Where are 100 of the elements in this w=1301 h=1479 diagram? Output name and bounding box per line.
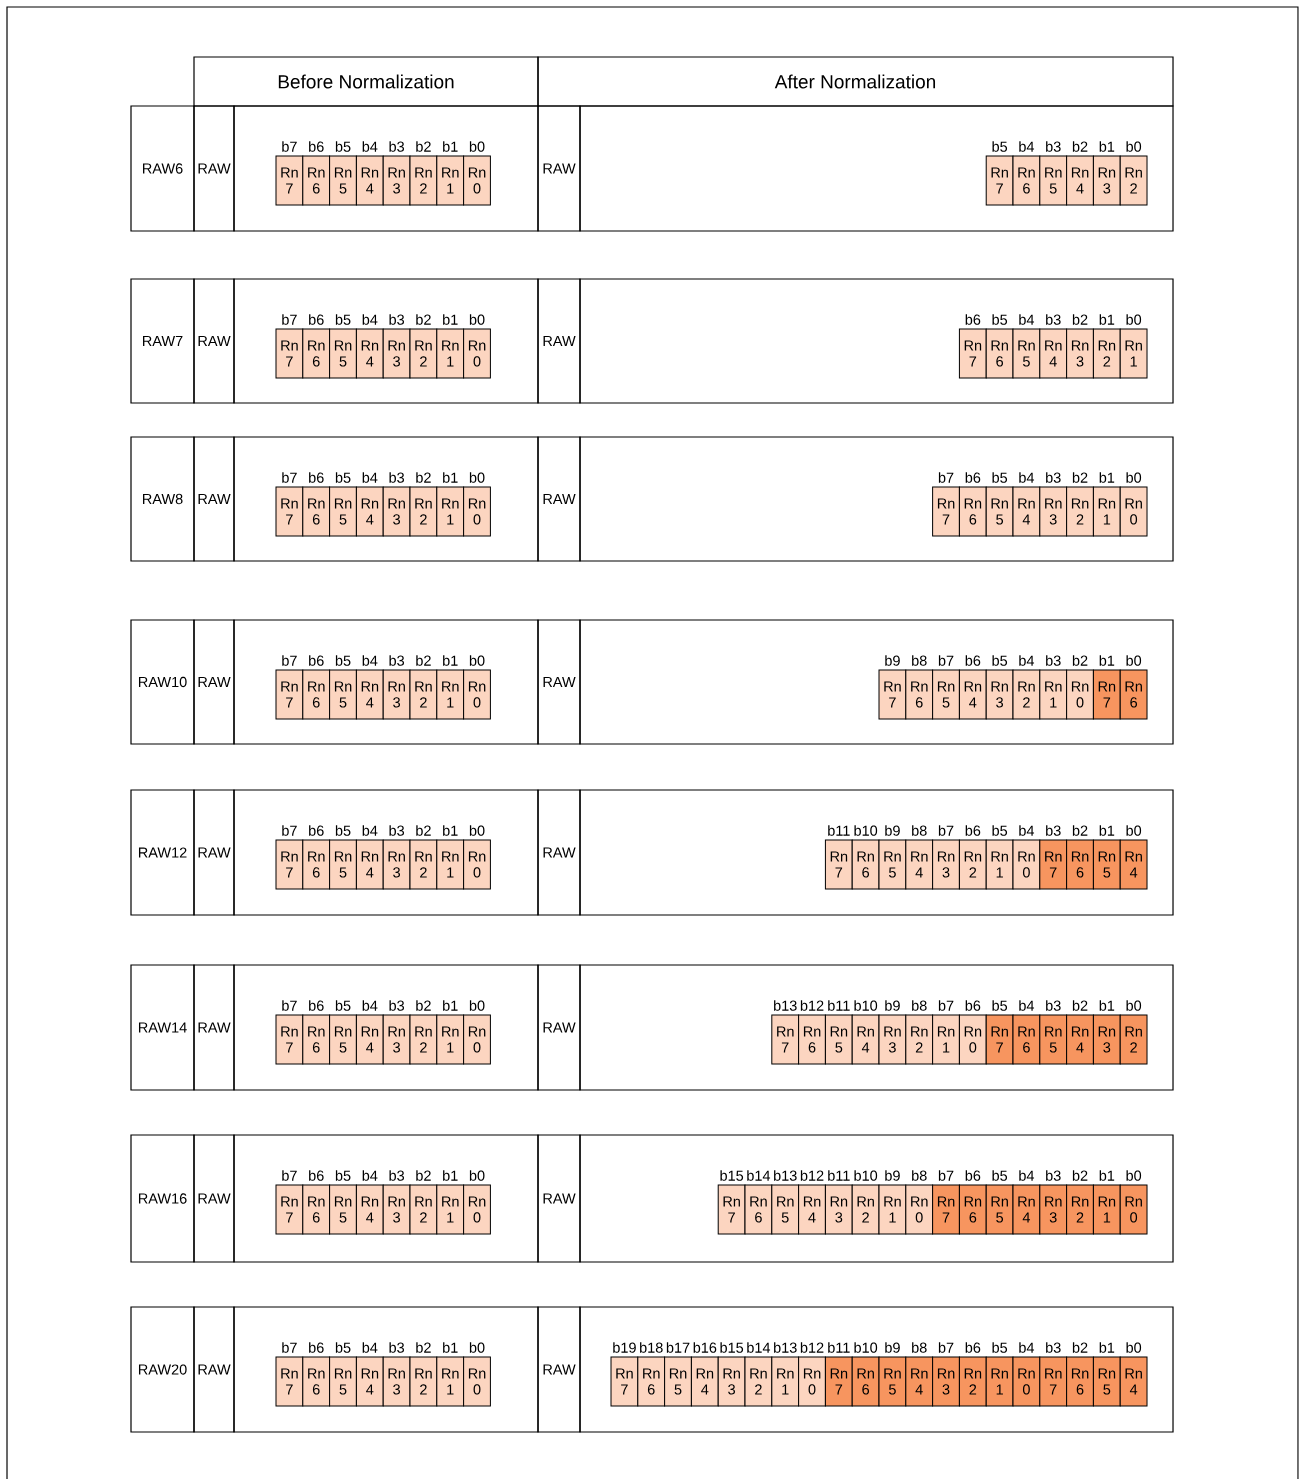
- bit-label: b3: [389, 1170, 405, 1181]
- bit-cell: Rn 2: [409, 155, 438, 206]
- row-label: RAW6: [130, 105, 195, 232]
- bit-cell: Rn 2: [1066, 486, 1094, 537]
- bit-label: b3: [1046, 472, 1061, 483]
- bit-cell: Rn 2: [409, 1014, 438, 1065]
- bit-panel: [579, 278, 1174, 404]
- bit-label: b7: [282, 141, 297, 152]
- bit-label: b0: [1126, 1342, 1142, 1353]
- bit-panel: [579, 105, 1174, 232]
- bit-label: b6: [965, 825, 981, 836]
- bit-label: b5: [335, 1170, 351, 1181]
- format-cell: RAW: [193, 436, 235, 562]
- bit-cell: Rn 3: [382, 1184, 411, 1235]
- bit-label: b0: [469, 1170, 485, 1181]
- bit-cell: Rn 6: [302, 1184, 331, 1235]
- bit-cell: Rn 5: [1092, 839, 1121, 890]
- format-cell: RAW: [537, 964, 581, 1091]
- bit-label: b0: [1126, 825, 1142, 836]
- bit-panel: [579, 789, 1174, 916]
- bit-cell: Rn 6: [637, 1356, 666, 1407]
- bit-cell: Rn 2: [409, 486, 438, 537]
- bit-label: b1: [443, 314, 458, 325]
- bit-cell: Rn 6: [1066, 1356, 1094, 1407]
- bit-cell: Rn 2: [744, 1356, 773, 1407]
- bit-cell: Rn 2: [851, 1184, 880, 1235]
- bit-cell: Rn 6: [744, 1184, 773, 1235]
- bit-label: b2: [416, 1342, 431, 1353]
- bit-panel: [579, 964, 1174, 1091]
- bit-label: b6: [965, 655, 981, 666]
- bit-label: b4: [1019, 1342, 1035, 1353]
- bit-label: b3: [1046, 825, 1061, 836]
- bit-label: b6: [965, 472, 981, 483]
- bit-label: b3: [389, 1342, 405, 1353]
- bit-cell: Rn 7: [985, 155, 1014, 206]
- bit-cell: Rn 2: [1066, 1184, 1094, 1235]
- bit-cell: Rn 3: [932, 839, 960, 890]
- bit-cell: Rn 3: [382, 669, 411, 720]
- bit-panel: [579, 1306, 1174, 1433]
- bit-cell: Rn 6: [851, 839, 880, 890]
- bit-label: b1: [1099, 1000, 1115, 1011]
- bit-label: b6: [309, 1342, 324, 1353]
- bit-label: b14: [747, 1342, 771, 1353]
- bit-label: b1: [1099, 1170, 1115, 1181]
- bit-cell: Rn 3: [1039, 486, 1068, 537]
- bit-cell: Rn 6: [798, 1014, 826, 1065]
- bit-cell: Rn 0: [463, 839, 491, 890]
- bit-cell: Rn 5: [932, 669, 960, 720]
- bit-cell: Rn 7: [932, 1184, 960, 1235]
- bit-cell: Rn 5: [824, 1014, 853, 1065]
- bit-cell: Rn 2: [409, 669, 438, 720]
- bit-label: b3: [1046, 1170, 1061, 1181]
- bit-label: b5: [992, 314, 1008, 325]
- bit-label: b14: [747, 1170, 771, 1181]
- bit-label: b5: [335, 314, 351, 325]
- bit-label: b12: [800, 1342, 824, 1353]
- bit-cell: Rn 3: [1039, 1184, 1068, 1235]
- bit-label: b5: [335, 141, 351, 152]
- format-cell: RAW: [193, 964, 235, 1091]
- bit-label: b11: [828, 1000, 850, 1011]
- bit-label: b5: [335, 472, 351, 483]
- bit-cell: Rn 2: [1012, 669, 1041, 720]
- bit-panel: [233, 105, 539, 232]
- bit-label: b7: [938, 655, 954, 666]
- bit-cell: Rn 0: [463, 1184, 491, 1235]
- bit-cell: Rn 0: [463, 1356, 491, 1407]
- bit-label: b4: [1019, 825, 1035, 836]
- bit-cell: Rn 1: [1092, 1184, 1121, 1235]
- bit-label: b6: [965, 1000, 981, 1011]
- bit-cell: Rn 1: [436, 1184, 465, 1235]
- bit-label: b0: [1126, 314, 1142, 325]
- bit-cell: Rn 6: [985, 328, 1014, 379]
- bit-cell: Rn 0: [1119, 486, 1148, 537]
- bit-label: b11: [828, 1342, 850, 1353]
- format-cell: RAW: [537, 619, 581, 745]
- bit-cell: Rn 1: [1039, 669, 1068, 720]
- bit-cell: Rn 3: [382, 1356, 411, 1407]
- bit-cell: Rn 0: [463, 155, 491, 206]
- bit-cell: Rn 1: [436, 1014, 465, 1065]
- bit-cell: Rn 5: [1012, 328, 1041, 379]
- bit-label: b7: [938, 1000, 954, 1011]
- bit-cell: Rn 7: [275, 486, 304, 537]
- bit-label: b10: [854, 1170, 878, 1181]
- bit-label: b13: [774, 1000, 797, 1011]
- bit-cell: Rn 4: [1066, 1014, 1094, 1065]
- bit-cell: Rn 2: [409, 1184, 438, 1235]
- bit-cell: Rn 1: [985, 839, 1014, 890]
- bit-cell: Rn 3: [382, 155, 411, 206]
- bit-cell: Rn 4: [1119, 839, 1148, 890]
- bit-label: b0: [1126, 472, 1142, 483]
- bit-label: b1: [443, 655, 458, 666]
- bit-cell: Rn 2: [1119, 155, 1148, 206]
- bit-label: b4: [362, 141, 378, 152]
- bit-label: b4: [1019, 472, 1035, 483]
- bit-cell: Rn 7: [1039, 1356, 1068, 1407]
- bit-label: b4: [1019, 655, 1035, 666]
- bit-label: b10: [854, 825, 878, 836]
- bit-label: b6: [309, 1000, 324, 1011]
- bit-label: b2: [416, 655, 431, 666]
- bit-cell: Rn 0: [958, 1014, 987, 1065]
